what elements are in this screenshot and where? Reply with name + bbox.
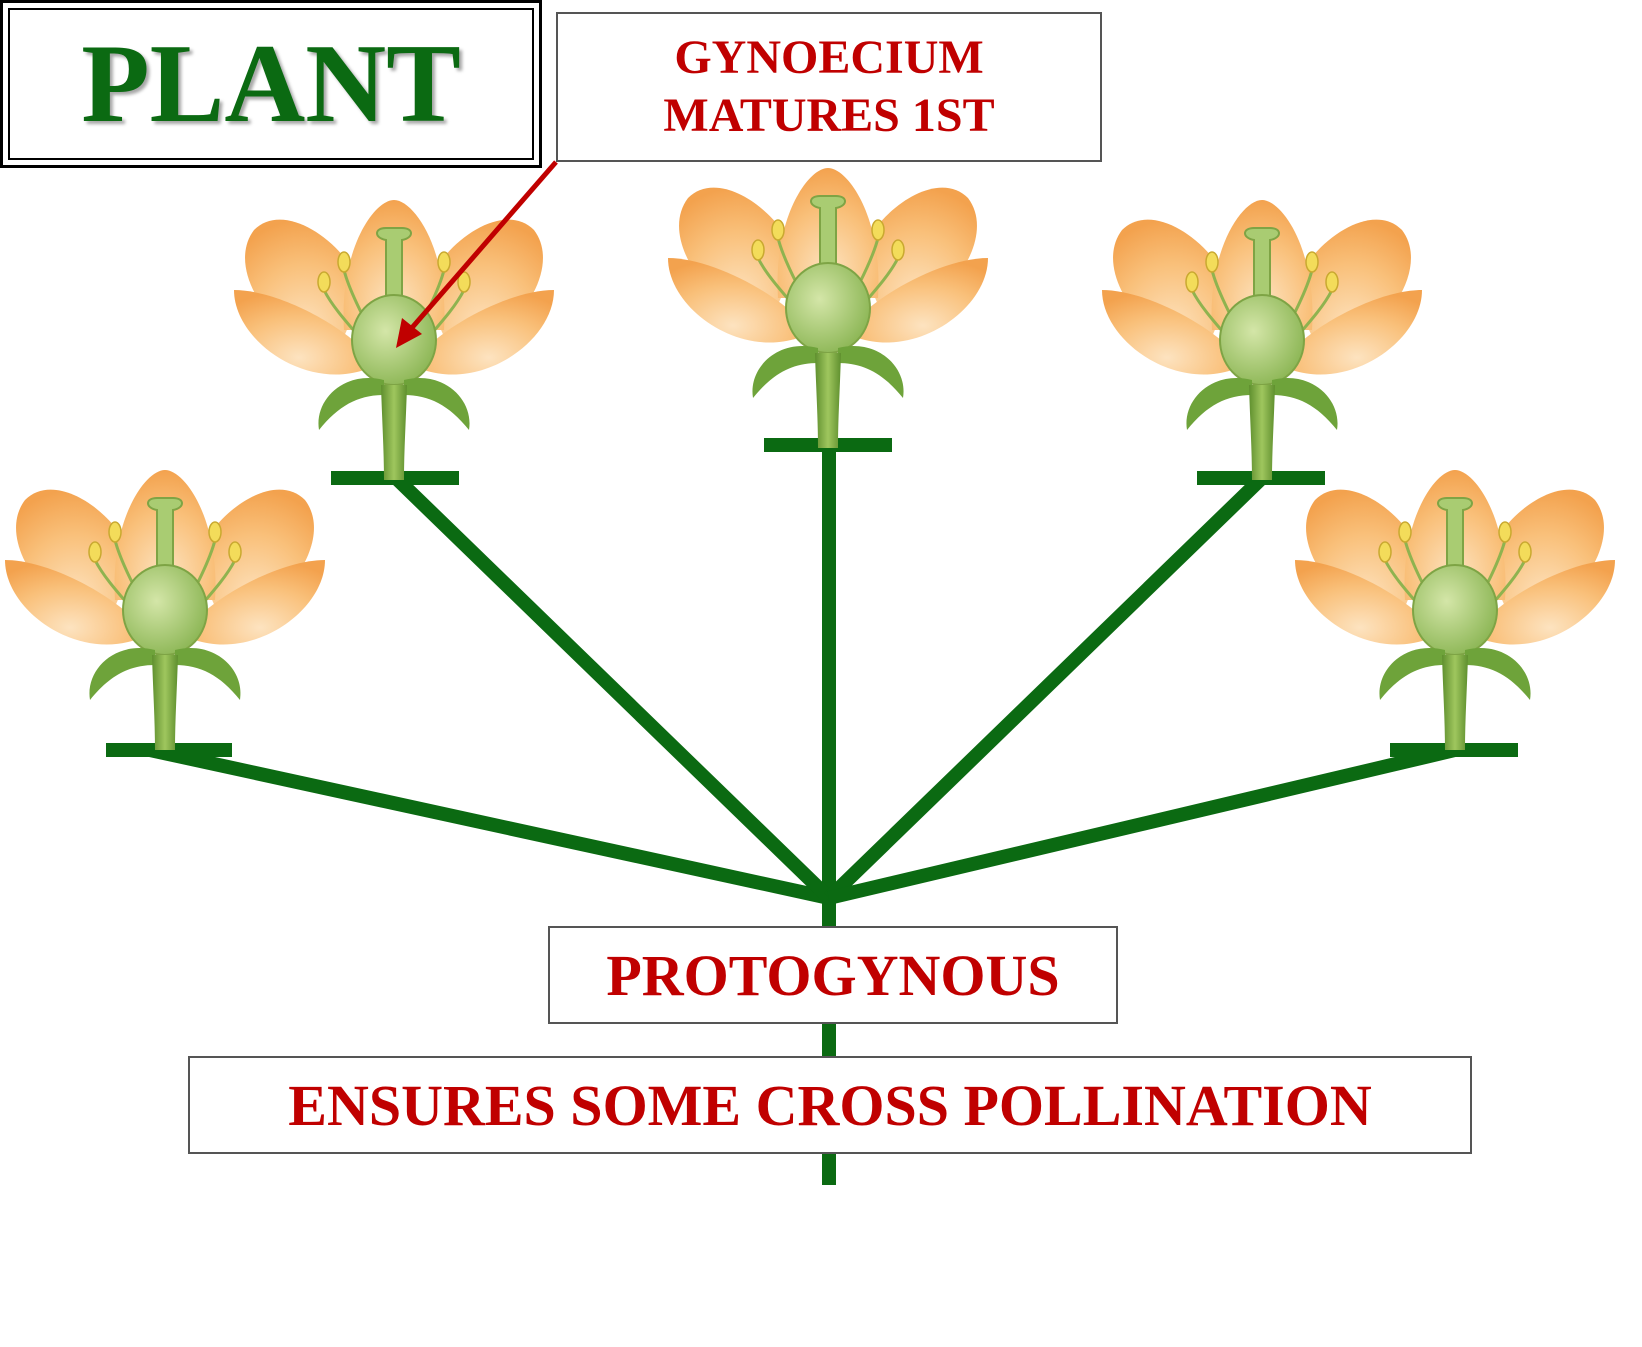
gynoecium-label-line2: MATURES 1ST <box>663 87 994 145</box>
gynoecium-label-line1: GYNOECIUM <box>674 29 983 87</box>
flower-left-low <box>5 470 325 750</box>
branch-left-low <box>150 750 829 898</box>
protogynous-label: PROTOGYNOUS <box>548 926 1118 1024</box>
protogynous-text: PROTOGYNOUS <box>606 942 1059 1009</box>
cross-pollination-label: ENSURES SOME CROSS POLLINATION <box>188 1056 1472 1154</box>
flower-center <box>668 168 988 448</box>
cross-pollination-text: ENSURES SOME CROSS POLLINATION <box>288 1072 1371 1139</box>
branch-right-high <box>829 478 1262 898</box>
flower-right-high <box>1102 200 1422 480</box>
flower-left-high <box>234 200 554 480</box>
branch-right-low <box>829 750 1455 898</box>
gynoecium-label: GYNOECIUM MATURES 1ST <box>556 12 1102 162</box>
flower-right-low <box>1295 470 1615 750</box>
branch-left-high <box>396 478 829 898</box>
